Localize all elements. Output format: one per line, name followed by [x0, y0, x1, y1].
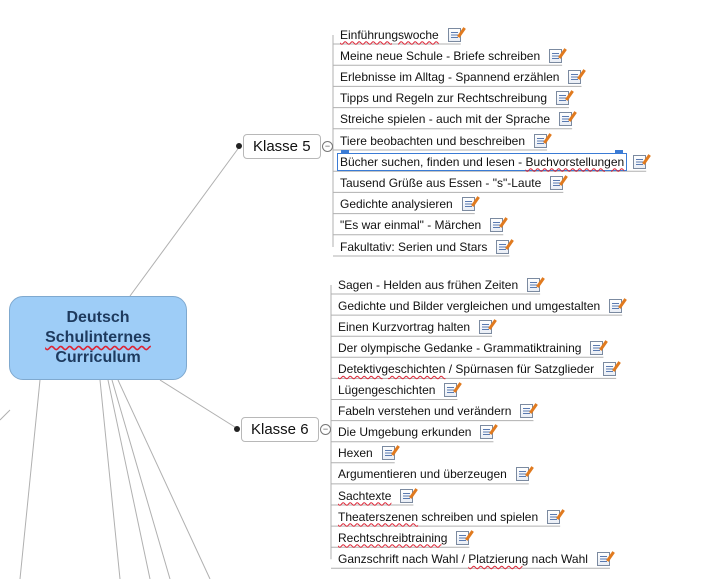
offscreen-connector — [99, 379, 121, 579]
branch-anchor-dot — [236, 143, 242, 149]
note-icon[interactable] — [527, 277, 541, 292]
subtopic-label: Fabeln verstehen und verändern — [338, 404, 512, 419]
subtopic-label: Sachtexte — [338, 488, 392, 503]
note-icon[interactable] — [496, 239, 510, 254]
subtopic-label: Meine neue Schule - Briefe schreiben — [340, 48, 541, 63]
subtopic-label: Einführungswoche — [340, 27, 439, 42]
branch-anchor-dot — [234, 426, 240, 432]
note-icon[interactable] — [515, 467, 529, 482]
subtopic-item[interactable]: Argumentieren und überzeugen — [335, 464, 529, 485]
subtopic-item[interactable]: Tipps und Regeln zur Rechtschreibung — [337, 88, 570, 109]
subtopic-label: Bücher suchen, finden und lesen - Buchvo… — [337, 149, 628, 171]
central-topic-line-3: Curriculum — [55, 349, 141, 366]
selection-handle[interactable] — [615, 149, 624, 154]
subtopic-item[interactable]: Tiere beobachten und beschreiben — [337, 130, 548, 151]
branch-topic-2[interactable]: Klasse 6 — [241, 417, 319, 442]
subtopic-item[interactable]: Die Umgebung erkunden — [335, 422, 494, 443]
note-icon[interactable] — [559, 112, 573, 127]
subtopic-label: Tipps und Regeln zur Rechtschreibung — [340, 91, 548, 106]
note-icon[interactable] — [480, 425, 494, 440]
subtopic-item[interactable]: Detektivgeschichten / Spürnasen für Satz… — [335, 358, 617, 379]
note-icon[interactable] — [556, 91, 570, 106]
subtopic-item[interactable]: Ganzschrift nach Wahl / Platzierung nach… — [335, 548, 610, 569]
root-branch-connector — [129, 145, 241, 297]
subtopic-label: Sagen - Helden aus frühen Zeiten — [338, 277, 519, 292]
selection-handle[interactable] — [341, 149, 349, 154]
note-icon[interactable] — [534, 133, 548, 148]
branch-topic-1[interactable]: Klasse 5 — [243, 134, 321, 159]
subtopic-label: Fakultativ: Serien und Stars — [340, 239, 488, 254]
offscreen-connector — [0, 409, 11, 421]
subtopic-item[interactable]: Sachtexte — [335, 485, 414, 506]
subtopic-item[interactable]: Meine neue Schule - Briefe schreiben — [337, 45, 563, 66]
note-icon[interactable] — [633, 154, 647, 169]
subtopic-item[interactable]: Einen Kurzvortrag halten — [335, 316, 493, 337]
note-icon[interactable] — [444, 383, 458, 397]
subtopic-label: Tausend Grüße aus Essen - "s"-Laute — [340, 175, 542, 190]
note-icon[interactable] — [550, 175, 564, 190]
subtopic-label: Hexen — [338, 446, 373, 461]
subtopic-label: Lügengeschichten — [338, 383, 436, 397]
note-icon[interactable] — [547, 509, 561, 524]
subtopic-item[interactable]: Erlebnisse im Alltag - Spannend erzählen — [337, 66, 582, 87]
note-icon[interactable] — [479, 319, 493, 334]
subtopic-label: Gedichte und Bilder vergleichen und umge… — [338, 298, 601, 313]
offscreen-connector — [107, 379, 151, 579]
subtopic-item[interactable]: Der olympische Gedanke - Grammatiktraini… — [335, 337, 604, 358]
subtopic-item[interactable]: Tausend Grüße aus Essen - "s"-Laute — [337, 172, 564, 193]
subtopic-label: Ganzschrift nach Wahl / Platzierung nach… — [338, 551, 588, 566]
subtopic-label: Gedichte analysieren — [340, 197, 453, 212]
offscreen-connector — [111, 379, 171, 579]
note-icon[interactable] — [381, 446, 395, 461]
subtopic-label: Rechtschreibtraining — [338, 530, 448, 545]
subtopic-item[interactable]: Gedichte und Bilder vergleichen und umge… — [335, 295, 623, 316]
subtopic-item[interactable]: Einführungswoche — [337, 24, 461, 45]
subtopic-item[interactable]: Bücher suchen, finden und lesen - Buchvo… — [337, 149, 647, 172]
collapse-minus-icon[interactable]: − — [320, 424, 331, 435]
subtopic-label: Streiche spielen - auch mit der Sprache — [340, 112, 551, 127]
note-icon[interactable] — [461, 197, 475, 212]
note-icon[interactable] — [456, 530, 470, 545]
note-icon[interactable] — [549, 48, 563, 63]
subtopic-label: Einen Kurzvortrag halten — [338, 319, 471, 334]
subtopic-item[interactable]: Theaterszenen schreiben und spielen — [335, 506, 561, 527]
subtopic-item[interactable]: Hexen — [335, 443, 395, 464]
subtopic-item[interactable]: Streiche spielen - auch mit der Sprache — [337, 109, 573, 130]
central-topic-line-2: Schulinternes — [45, 329, 151, 346]
note-icon[interactable] — [603, 361, 617, 376]
subtopic-label: "Es war einmal" - Märchen — [340, 218, 482, 233]
offscreen-connector — [117, 379, 211, 579]
note-icon[interactable] — [400, 488, 414, 503]
subtopic-label: Theaterszenen schreiben und spielen — [338, 509, 539, 524]
note-icon[interactable] — [447, 27, 461, 42]
subtopic-item[interactable]: "Es war einmal" - Märchen — [337, 215, 504, 236]
note-icon[interactable] — [609, 298, 623, 313]
subtopic-label: Der olympische Gedanke - Grammatiktraini… — [338, 340, 582, 355]
offscreen-connector — [19, 379, 41, 579]
subtopic-label: Die Umgebung erkunden — [338, 425, 472, 440]
note-icon[interactable] — [490, 218, 504, 233]
note-icon[interactable] — [568, 69, 582, 84]
subtopic-item[interactable]: Fabeln verstehen und verändern — [335, 401, 534, 422]
root-branch-connector — [159, 379, 239, 430]
subtopic-label: Argumentieren und überzeugen — [338, 467, 507, 482]
note-icon[interactable] — [590, 340, 604, 355]
subtopic-label: Erlebnisse im Alltag - Spannend erzählen — [340, 69, 560, 84]
central-topic-line-1: Deutsch — [66, 309, 130, 326]
subtopic-label: Detektivgeschichten / Spürnasen für Satz… — [338, 361, 595, 376]
subtopic-item[interactable]: Gedichte analysieren — [337, 194, 475, 215]
subtopic-item[interactable]: Sagen - Helden aus frühen Zeiten — [335, 274, 541, 295]
note-icon[interactable] — [520, 404, 534, 419]
central-topic[interactable]: Deutsch Schulinternes Curriculum — [9, 296, 187, 380]
subtopic-label: Tiere beobachten und beschreiben — [340, 133, 526, 148]
note-icon[interactable] — [596, 551, 610, 566]
collapse-minus-icon[interactable]: − — [322, 141, 333, 152]
subtopic-item[interactable]: Lügengeschichten — [335, 380, 458, 401]
subtopic-item[interactable]: Fakultativ: Serien und Stars — [337, 236, 510, 257]
subtopic-item[interactable]: Rechtschreibtraining — [335, 527, 470, 548]
